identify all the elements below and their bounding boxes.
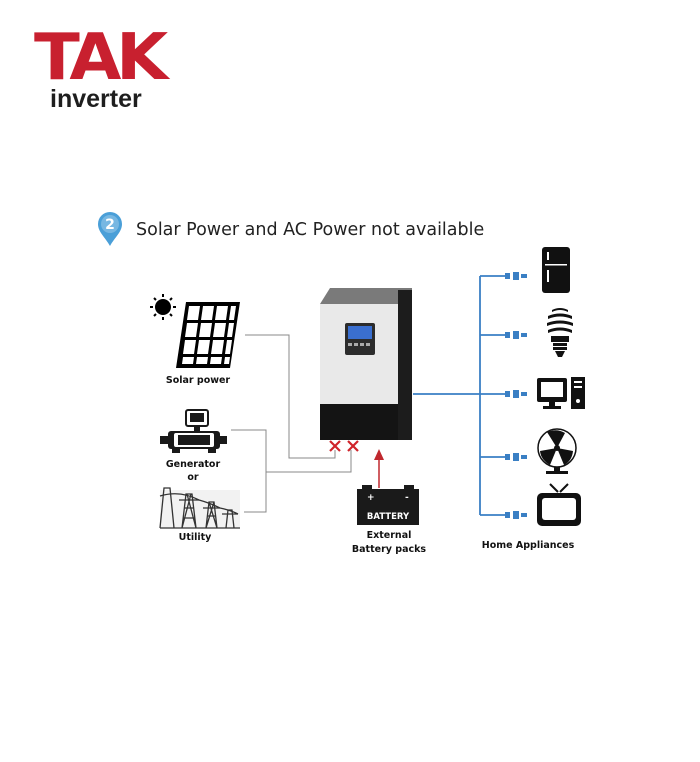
inverter-unit [320,288,412,440]
disconnected-cross-icon [329,440,359,452]
battery-label-line1: External [366,530,412,541]
fan-icon [537,428,577,474]
generator-label: Generator [165,459,221,470]
computer-icon [537,377,585,409]
light-bulb-icon [547,308,573,357]
utility-label: Utility [178,532,212,543]
battery-icon: + - BATTERY [357,485,419,525]
solar-power-label: Solar power [165,375,231,386]
sun-icon [150,294,176,320]
home-appliances-label: Home Appliances [481,540,575,551]
svg-text:-: - [405,493,409,503]
step-badge-icon: 2 [98,212,122,246]
svg-text:+: + [367,493,375,503]
source-wiring [231,334,352,513]
or-label: or [187,472,199,483]
utility-towers-icon [159,487,240,529]
output-bus [413,275,505,516]
fridge-icon [542,247,570,293]
diagram-title: Solar Power and AC Power not available [136,220,485,240]
logo-subtitle: inverter [50,85,142,113]
step-number: 2 [105,217,115,233]
battery-arrow [374,449,384,488]
solar-panel-icon [176,302,240,368]
battery-label-line2: Battery packs [351,544,427,555]
tv-icon [537,483,581,526]
logo-brand: TAK [34,21,168,95]
battery-text: BATTERY [367,512,410,522]
plug-connectors [505,272,527,519]
generator-icon [160,409,227,453]
